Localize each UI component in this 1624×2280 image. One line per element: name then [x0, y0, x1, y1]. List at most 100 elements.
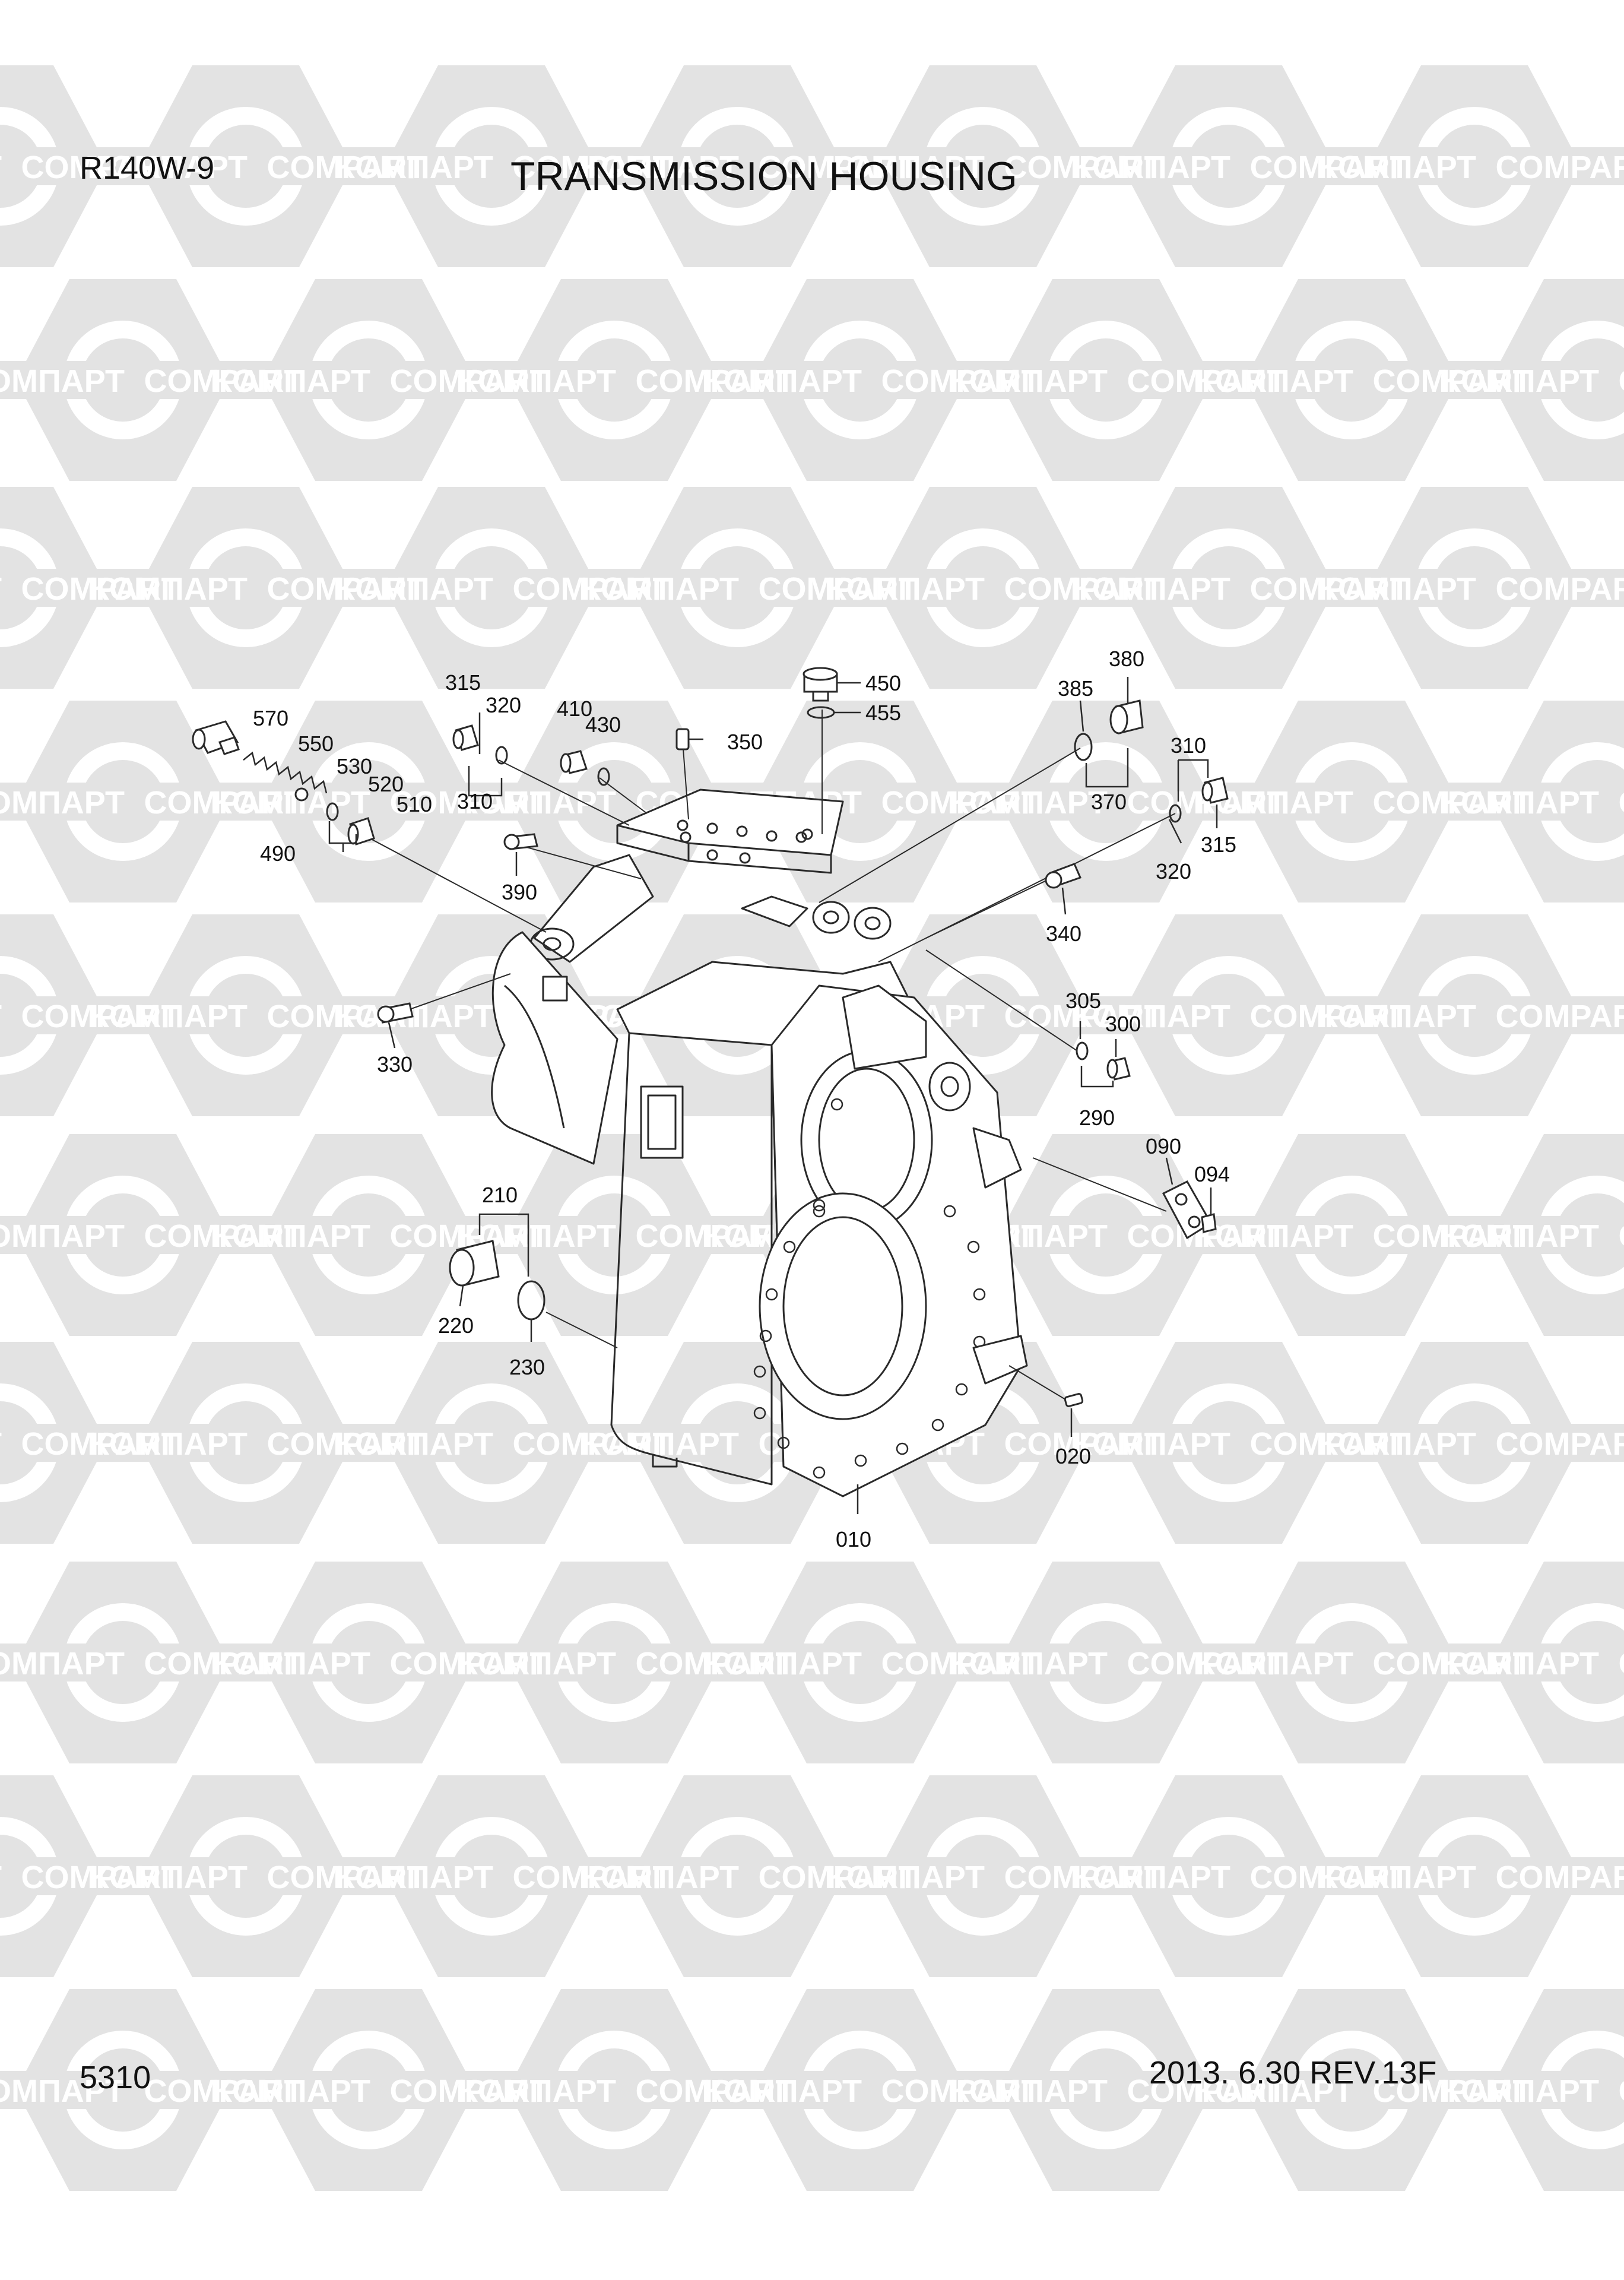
lower-bore [759, 1192, 927, 1420]
watermark-text-latin: COMPART [1496, 571, 1624, 607]
watermark-text-latin: COMPART [1004, 999, 1164, 1034]
watermark-text-cyrillic: КОМПАРТ [90, 571, 248, 607]
leader-lines [361, 710, 1176, 1508]
housing-left-bell [491, 931, 618, 1165]
watermark-text-latin: COMPART [881, 363, 1041, 399]
part-430-o-ring [597, 767, 610, 786]
watermark-text-latin: COMPART [21, 150, 181, 185]
watermark-text-cyrillic: КОМПАРТ [950, 785, 1108, 821]
label-370: 370 [1091, 790, 1127, 814]
watermark-text-cyrillic: КОМПАРТ [950, 363, 1108, 399]
watermark-text-cyrillic: КОМПАРТ [212, 785, 370, 821]
part-330-fitting [377, 1002, 414, 1024]
page-number: 5310 [80, 2060, 151, 2095]
label-310-left: 310 [457, 789, 493, 813]
watermark-text-cyrillic: КОМПАРТ [827, 571, 985, 607]
part-350-pin [675, 728, 690, 750]
watermark-text-cyrillic: КОМПАРТ [458, 1646, 616, 1682]
watermark-text-latin: COMPART [1373, 1646, 1533, 1682]
label-290: 290 [1079, 1106, 1115, 1130]
watermark-text-latin: COMPART [267, 571, 427, 607]
watermark-text-cyrillic: КОМПАРТ [1318, 999, 1476, 1034]
watermark-text-cyrillic: КОМПАРТ [1441, 785, 1599, 821]
watermark-text-latin: COMPART [1619, 363, 1624, 399]
watermark-text-latin: COMPART [1250, 1426, 1410, 1462]
watermark-text-latin: COMPART [144, 2073, 304, 2109]
part-380-plug [1109, 699, 1144, 734]
watermark-text-cyrillic: КОМПАРТ [458, 2073, 616, 2109]
label-020: 020 [1055, 1444, 1091, 1468]
watermark-text-cyrillic: КОМПАРТ [90, 1426, 248, 1462]
watermark-text-latin: COMPART [390, 363, 550, 399]
transmission-housing-body [491, 788, 1028, 1497]
watermark-text-cyrillic: КОМПАРТ [1195, 1646, 1353, 1682]
watermark-text-latin: COMPART [636, 1218, 795, 1254]
part-300-plug [1106, 1057, 1131, 1081]
part-550-spring [243, 751, 328, 794]
model-code: R140W-9 [80, 150, 215, 186]
watermark-text-cyrillic: КОМПАРТ [212, 1218, 370, 1254]
watermark-text-latin: COMPART [513, 571, 673, 607]
watermark-band [1360, 1644, 1624, 1682]
watermark-text-cyrillic: КОМПАРТ [90, 999, 248, 1034]
watermark-text-cyrillic: КОМПАРТ [950, 1646, 1108, 1682]
part-520-o-ring [326, 802, 339, 821]
watermark-text-cyrillic: КОМПАРТ [1073, 1426, 1230, 1462]
watermark-text-latin: COMPART [1619, 785, 1624, 821]
watermark-text-latin: COMPART [1619, 1646, 1624, 1682]
watermark-text-cyrillic: КОМПАРТ [581, 571, 739, 607]
watermark-text-latin: COMPART [1619, 2073, 1624, 2109]
watermark-text-latin: COMPART [267, 150, 427, 185]
label-380: 380 [1109, 647, 1144, 671]
watermark-text-latin: COMPART [759, 150, 918, 185]
watermark-text-cyrillic: КОМПАРТ [335, 1426, 493, 1462]
watermark-text-latin: COMPART [759, 571, 918, 607]
label-094: 094 [1194, 1162, 1230, 1186]
label-315-left: 315 [445, 670, 481, 695]
watermark-text-cyrillic: КОМПАРТ [1195, 1218, 1353, 1254]
watermark-text-cyrillic: КОМПАРТ [0, 1218, 125, 1254]
watermark-text-cyrillic: КОМПАРТ [458, 363, 616, 399]
part-570-plug [192, 720, 240, 755]
callout-brackets [328, 677, 1218, 1514]
watermark-text-latin: COMPART [1373, 785, 1533, 821]
watermark-text-latin: COMPART [636, 1646, 795, 1682]
watermark-text-cyrillic: КОМПАРТ [0, 785, 125, 821]
small-parts [192, 667, 1229, 1407]
label-220: 220 [438, 1313, 474, 1338]
label-510: 510 [397, 792, 432, 816]
part-410-plug [560, 750, 588, 774]
watermark-text-latin: COMPART [513, 1426, 673, 1462]
watermark-text-cyrillic: КОМПАРТ [1441, 1218, 1599, 1254]
watermark-text-cyrillic: КОМПАРТ [704, 2073, 862, 2109]
watermark-text-latin: COMPART [144, 1646, 304, 1682]
label-330: 330 [377, 1052, 413, 1076]
watermark-text-cyrillic: КОМПАРТ [335, 1860, 493, 1895]
label-315-right: 315 [1201, 832, 1236, 857]
label-300: 300 [1105, 1012, 1141, 1036]
watermark-text-cyrillic: КОМПАРТ [0, 999, 2, 1034]
watermark-text-cyrillic: КОМПАРТ [1073, 571, 1230, 607]
watermark-text-latin: COMPART [513, 150, 673, 185]
watermark-text-latin: COMPART [636, 2073, 795, 2109]
watermark-text-latin: COMPART [1127, 363, 1287, 399]
watermark-band [1237, 569, 1624, 607]
watermark-text-latin: COMPART [1496, 999, 1624, 1034]
watermark-text-cyrillic: КОМПАРТ [0, 571, 2, 607]
watermark-band [1360, 783, 1624, 821]
watermark-text-latin: COMPART [1004, 1860, 1164, 1895]
watermark-text-latin: COMPART [759, 1860, 918, 1895]
label-550: 550 [298, 732, 334, 756]
part-315-plug-right [1201, 777, 1229, 804]
label-530: 530 [337, 754, 372, 778]
watermark-text-latin: COMPART [513, 1860, 673, 1895]
watermark-band [1237, 147, 1624, 185]
watermark-text-latin: COMPART [21, 1860, 181, 1895]
watermark-text-latin: COMPART [881, 785, 1041, 821]
watermark-text-cyrillic: КОМПАРТ [0, 150, 2, 185]
label-305: 305 [1065, 989, 1101, 1013]
watermark-text-latin: COMPART [1496, 1426, 1624, 1462]
part-230-o-ring [517, 1280, 545, 1320]
label-410: 410 [557, 696, 592, 721]
